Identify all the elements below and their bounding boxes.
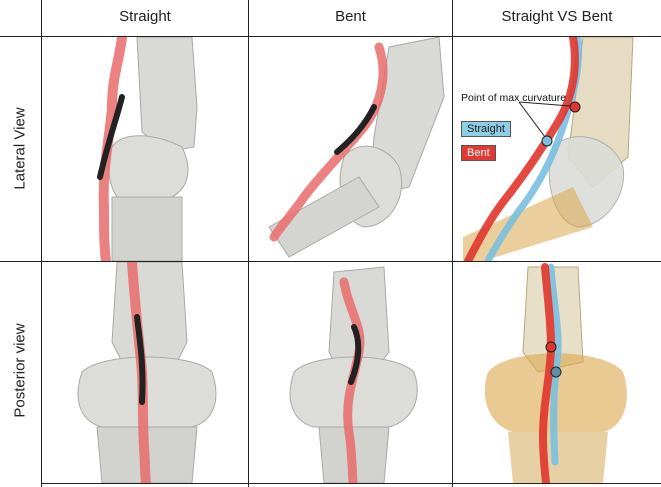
knee-render-posterior-straight (77, 262, 217, 483)
grid-line-vertical-mid1 (248, 0, 249, 487)
knee-render-posterior-bent (289, 266, 418, 483)
row-title-posterior: Posterior view (11, 323, 29, 418)
column-title-straight-vs-bent: Straight VS Bent (501, 8, 613, 25)
panel-lateral-straight (42, 37, 248, 261)
legend-straight: Straight (461, 121, 511, 137)
grid-line-vertical-left (41, 0, 42, 487)
knee-render-posterior-overlay (484, 263, 627, 483)
panel-lateral-overlay: Point of max curvature Straight Bent (453, 37, 661, 261)
knee-render-lateral-bent (268, 37, 445, 258)
legend-bent: Bent (461, 145, 496, 161)
grid-line-horizontal-mid (0, 261, 661, 262)
grid-line-horizontal-bottom (41, 483, 661, 484)
column-title-straight: Straight (119, 8, 171, 25)
grid-line-vertical-mid2 (452, 0, 453, 487)
row-title-lateral: Lateral View (11, 107, 29, 190)
knee-render-lateral-straight (97, 37, 198, 261)
panel-posterior-straight (42, 262, 248, 483)
annotation-max-curvature: Point of max curvature (461, 92, 567, 104)
column-title-bent: Bent (335, 8, 366, 25)
grid-line-horizontal-top (0, 36, 661, 37)
panel-lateral-bent (249, 37, 452, 261)
panel-posterior-overlay (453, 262, 661, 483)
knee-render-lateral-overlay (463, 37, 634, 261)
panel-posterior-bent (249, 262, 452, 483)
